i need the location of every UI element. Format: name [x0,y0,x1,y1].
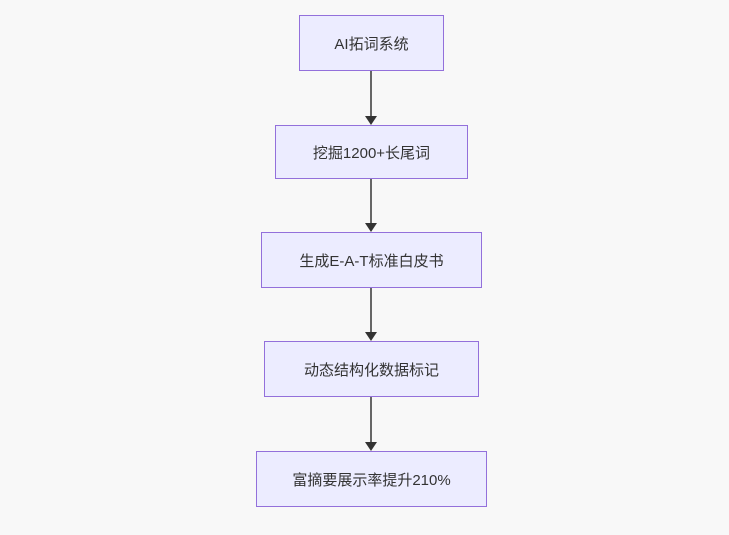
flow-node-label: 富摘要展示率提升210% [292,471,451,489]
edge-step4-step5 [365,397,377,451]
edge-step1-step2 [365,71,377,125]
arrowhead-icon [365,442,377,451]
arrow-line [370,179,372,223]
arrow-line [370,71,372,116]
arrow-line [370,288,372,332]
flow-node-label: AI拓词系统 [334,35,409,53]
flow-node-label: 生成E-A-T标准白皮书 [299,252,444,270]
flow-node-label: 挖掘1200+长尾词 [312,144,431,162]
arrowhead-icon [365,223,377,232]
edge-step2-step3 [365,179,377,232]
arrowhead-icon [365,332,377,341]
flow-node-label: 动态结构化数据标记 [303,361,439,379]
flow-node-eat-whitepaper: 生成E-A-T标准白皮书 [261,232,482,288]
arrow-line [370,397,372,442]
flow-node-structured-data-markup: 动态结构化数据标记 [264,341,479,397]
flow-node-longtail-keywords: 挖掘1200+长尾词 [275,125,468,179]
flow-node-ai-word-expansion-system: AI拓词系统 [299,15,444,71]
flow-node-rich-snippet-rate: 富摘要展示率提升210% [256,451,487,507]
arrowhead-icon [365,116,377,125]
edge-step3-step4 [365,288,377,341]
